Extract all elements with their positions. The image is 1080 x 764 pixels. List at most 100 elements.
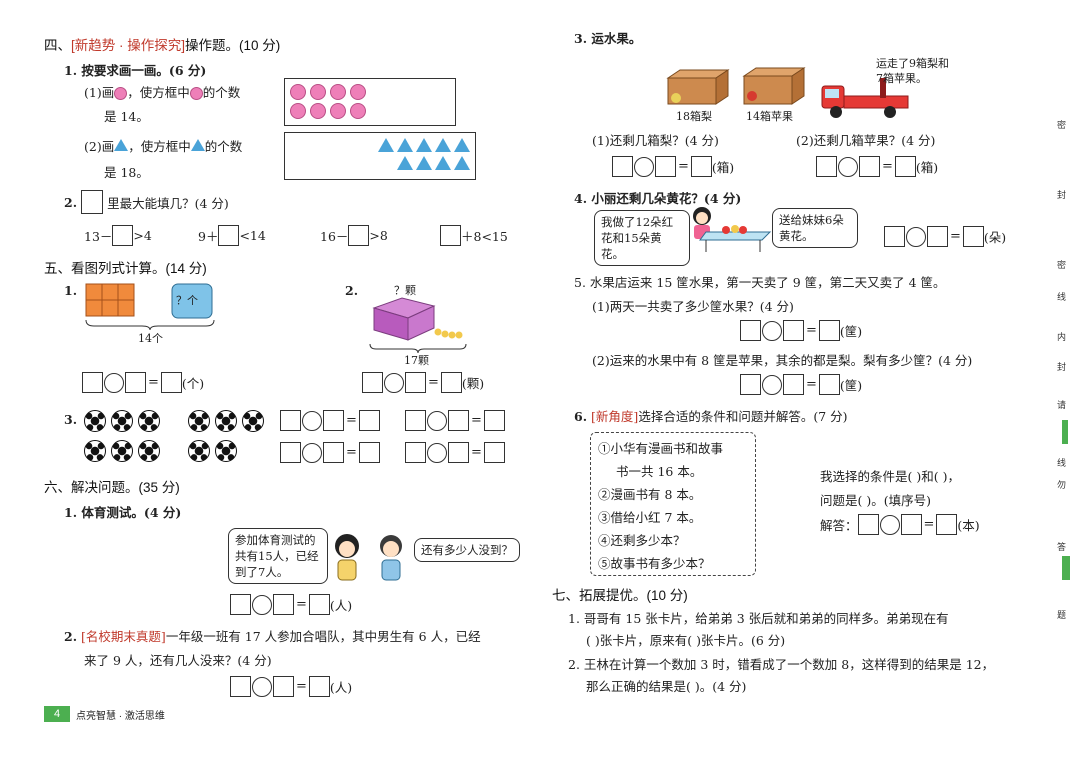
answer-box[interactable] — [900, 514, 922, 535]
answer-box[interactable] — [125, 372, 146, 393]
draw-box-circles[interactable] — [284, 78, 456, 126]
answer-box[interactable] — [358, 410, 380, 431]
answer-box[interactable] — [927, 226, 948, 247]
answer-box[interactable] — [448, 410, 469, 431]
answer-box[interactable] — [273, 594, 294, 615]
answer-box[interactable] — [783, 320, 804, 341]
blank-box[interactable] — [81, 190, 104, 214]
pink-circle-icon — [330, 103, 346, 119]
answer-box[interactable] — [348, 225, 370, 246]
p1-question: ？个 — [176, 294, 198, 307]
draw-box-triangles[interactable] — [284, 132, 476, 180]
answer-box[interactable] — [936, 514, 958, 535]
r1-label: 1. 体育测试。(4 分) — [64, 505, 182, 520]
soccer-ball-icon — [111, 440, 133, 462]
answer-box[interactable] — [323, 442, 344, 463]
answer-box[interactable] — [112, 225, 134, 246]
soccer-ball-icon — [84, 410, 106, 432]
operator-circle[interactable] — [427, 442, 447, 463]
answer-box[interactable] — [440, 225, 461, 246]
answer-box[interactable] — [308, 594, 330, 615]
answer-box[interactable] — [483, 410, 505, 431]
side-char: 内 — [1056, 332, 1066, 342]
r5-text: 5. 水果店运来 15 筐水果，第一天卖了 9 筐，第二天又卖了 4 筐。 — [574, 275, 946, 290]
answer-box[interactable] — [280, 410, 301, 431]
answer-box[interactable] — [740, 374, 761, 395]
p3-equation-2: = — [405, 410, 505, 431]
boy-illustration — [380, 535, 402, 581]
answer-box[interactable] — [857, 514, 879, 535]
side-char: 封 — [1056, 362, 1066, 372]
e1-line1: 1. 哥哥有 15 张卡片，给弟弟 3 张后就和弟弟的同样多。弟弟现在有 — [568, 611, 949, 626]
answer-box[interactable] — [483, 442, 505, 463]
answer-box[interactable] — [894, 156, 916, 177]
answer-box[interactable] — [358, 442, 380, 463]
r5-part1: (1)两天一共卖了多少筐水果？(4 分) — [592, 299, 794, 314]
operator-circle[interactable] — [302, 410, 322, 431]
answer-box[interactable] — [280, 442, 301, 463]
p2-equation: =(颗) — [362, 372, 484, 393]
answer-box[interactable] — [273, 676, 294, 697]
answer-box[interactable] — [405, 372, 426, 393]
side-char: 勿 — [1056, 480, 1066, 490]
operator-circle[interactable] — [838, 156, 858, 177]
operator-circle[interactable] — [384, 372, 404, 393]
answer-box[interactable] — [160, 372, 182, 393]
operator-circle[interactable] — [427, 410, 447, 431]
operator-circle[interactable] — [762, 374, 782, 395]
answer-box[interactable] — [816, 156, 837, 177]
answer-box[interactable] — [448, 442, 469, 463]
answer-box[interactable] — [962, 226, 984, 247]
answer-box[interactable] — [612, 156, 633, 177]
answer-box[interactable] — [230, 594, 251, 615]
operator-circle[interactable] — [252, 594, 272, 615]
soccer-ball-icon — [242, 410, 264, 432]
soccer-ball-icon — [84, 440, 106, 462]
footer-slogan: 点亮智慧 · 激活思维 — [76, 711, 165, 722]
side-char: 线 — [1056, 292, 1066, 302]
p3-equation-3: = — [280, 442, 380, 463]
operator-circle[interactable] — [252, 676, 272, 697]
answer-box[interactable] — [230, 676, 251, 697]
operator-circle[interactable] — [104, 372, 124, 393]
pink-circle-icon — [310, 84, 326, 100]
answer-box[interactable] — [218, 225, 240, 246]
operator-circle[interactable] — [634, 156, 654, 177]
answer-box[interactable] — [308, 676, 330, 697]
operator-circle[interactable] — [906, 226, 926, 247]
blue-triangle-icon — [378, 138, 394, 152]
operator-circle[interactable] — [879, 514, 900, 535]
q1-part1: (1)画，使方框中的个数 — [84, 85, 241, 100]
answer-box[interactable] — [740, 320, 761, 341]
side-char: 线 — [1056, 458, 1066, 468]
pink-circle-icon — [189, 87, 203, 100]
answer-box[interactable] — [859, 156, 880, 177]
answer-box[interactable] — [82, 372, 103, 393]
answer-box[interactable] — [405, 410, 426, 431]
circle-group — [290, 84, 370, 119]
truck-note: 运走了9箱梨和7箱苹果。 — [876, 57, 949, 85]
answer-box[interactable] — [884, 226, 905, 247]
answer-box[interactable] — [818, 374, 840, 395]
section-5-title: 五、看图列式计算。(14 分) — [44, 261, 207, 276]
soccer-ball-icon — [138, 440, 160, 462]
operator-circle[interactable] — [762, 320, 782, 341]
p3-label: 3. — [64, 412, 78, 427]
options-box — [590, 432, 756, 576]
answer-box[interactable] — [655, 156, 676, 177]
answer-box[interactable] — [818, 320, 840, 341]
answer-box[interactable] — [690, 156, 712, 177]
answer-box[interactable] — [783, 374, 804, 395]
answer-box[interactable] — [323, 410, 344, 431]
r5-part2: (2)运来的水果中有 8 筐是苹果，其余的都是梨。梨有多少筐？(4 分) — [592, 353, 973, 368]
answer-box[interactable] — [440, 372, 462, 393]
blue-triangle-icon — [454, 138, 470, 152]
option-2: ②漫画书有 8 本。 — [598, 487, 702, 502]
p1-equation: =(个) — [82, 372, 204, 393]
soccer-ball-icon — [138, 410, 160, 432]
answer-box[interactable] — [362, 372, 383, 393]
operator-circle[interactable] — [302, 442, 322, 463]
answer-box[interactable] — [405, 442, 426, 463]
soccer-ball-icon — [188, 410, 210, 432]
r2-equation: =(人) — [230, 676, 352, 697]
